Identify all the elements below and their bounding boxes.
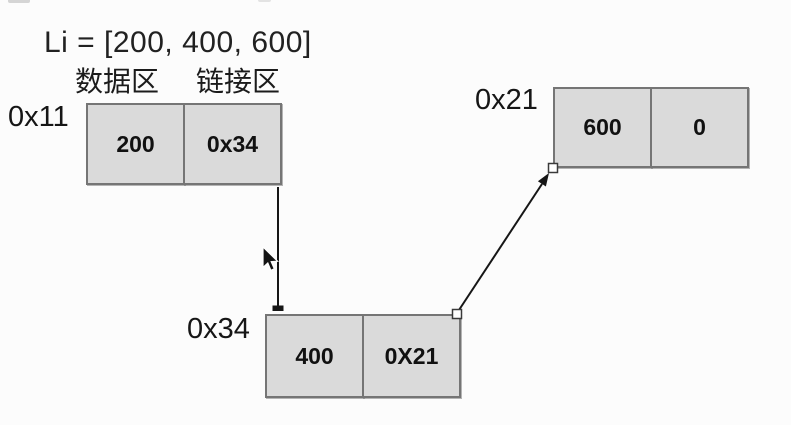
- screen-edge-artifact: [258, 0, 271, 2]
- node-0x34-data-cell[interactable]: 400: [265, 314, 364, 398]
- arrowhead-icon: [537, 173, 549, 187]
- node-0x34[interactable]: 400 0X21: [265, 314, 461, 398]
- node-0x11-link-cell[interactable]: 0x34: [183, 103, 282, 185]
- screen-edge-artifact: [8, 0, 30, 3]
- node-address-label-0x34: 0x34: [187, 313, 250, 345]
- node-address-label-0x21: 0x21: [475, 84, 538, 116]
- node-0x11-data-cell[interactable]: 200: [86, 103, 185, 185]
- node-0x34-link-cell[interactable]: 0X21: [362, 314, 461, 398]
- connector-endpoint-square[interactable]: [272, 305, 284, 312]
- list-definition-label: Li = [200, 400, 600]: [44, 26, 312, 59]
- data-area-column-label: 数据区: [75, 66, 160, 97]
- node-0x21-link-cell[interactable]: 0: [650, 87, 749, 168]
- mouse-pointer-icon: [262, 245, 279, 272]
- node-0x21[interactable]: 600 0: [553, 87, 749, 168]
- connector-line-0x34-to-0x21[interactable]: [458, 183, 543, 311]
- node-address-label-0x11: 0x11: [8, 101, 69, 133]
- link-area-column-label: 链接区: [196, 66, 281, 97]
- node-0x21-data-cell[interactable]: 600: [553, 87, 652, 168]
- node-0x11[interactable]: 200 0x34: [86, 103, 282, 185]
